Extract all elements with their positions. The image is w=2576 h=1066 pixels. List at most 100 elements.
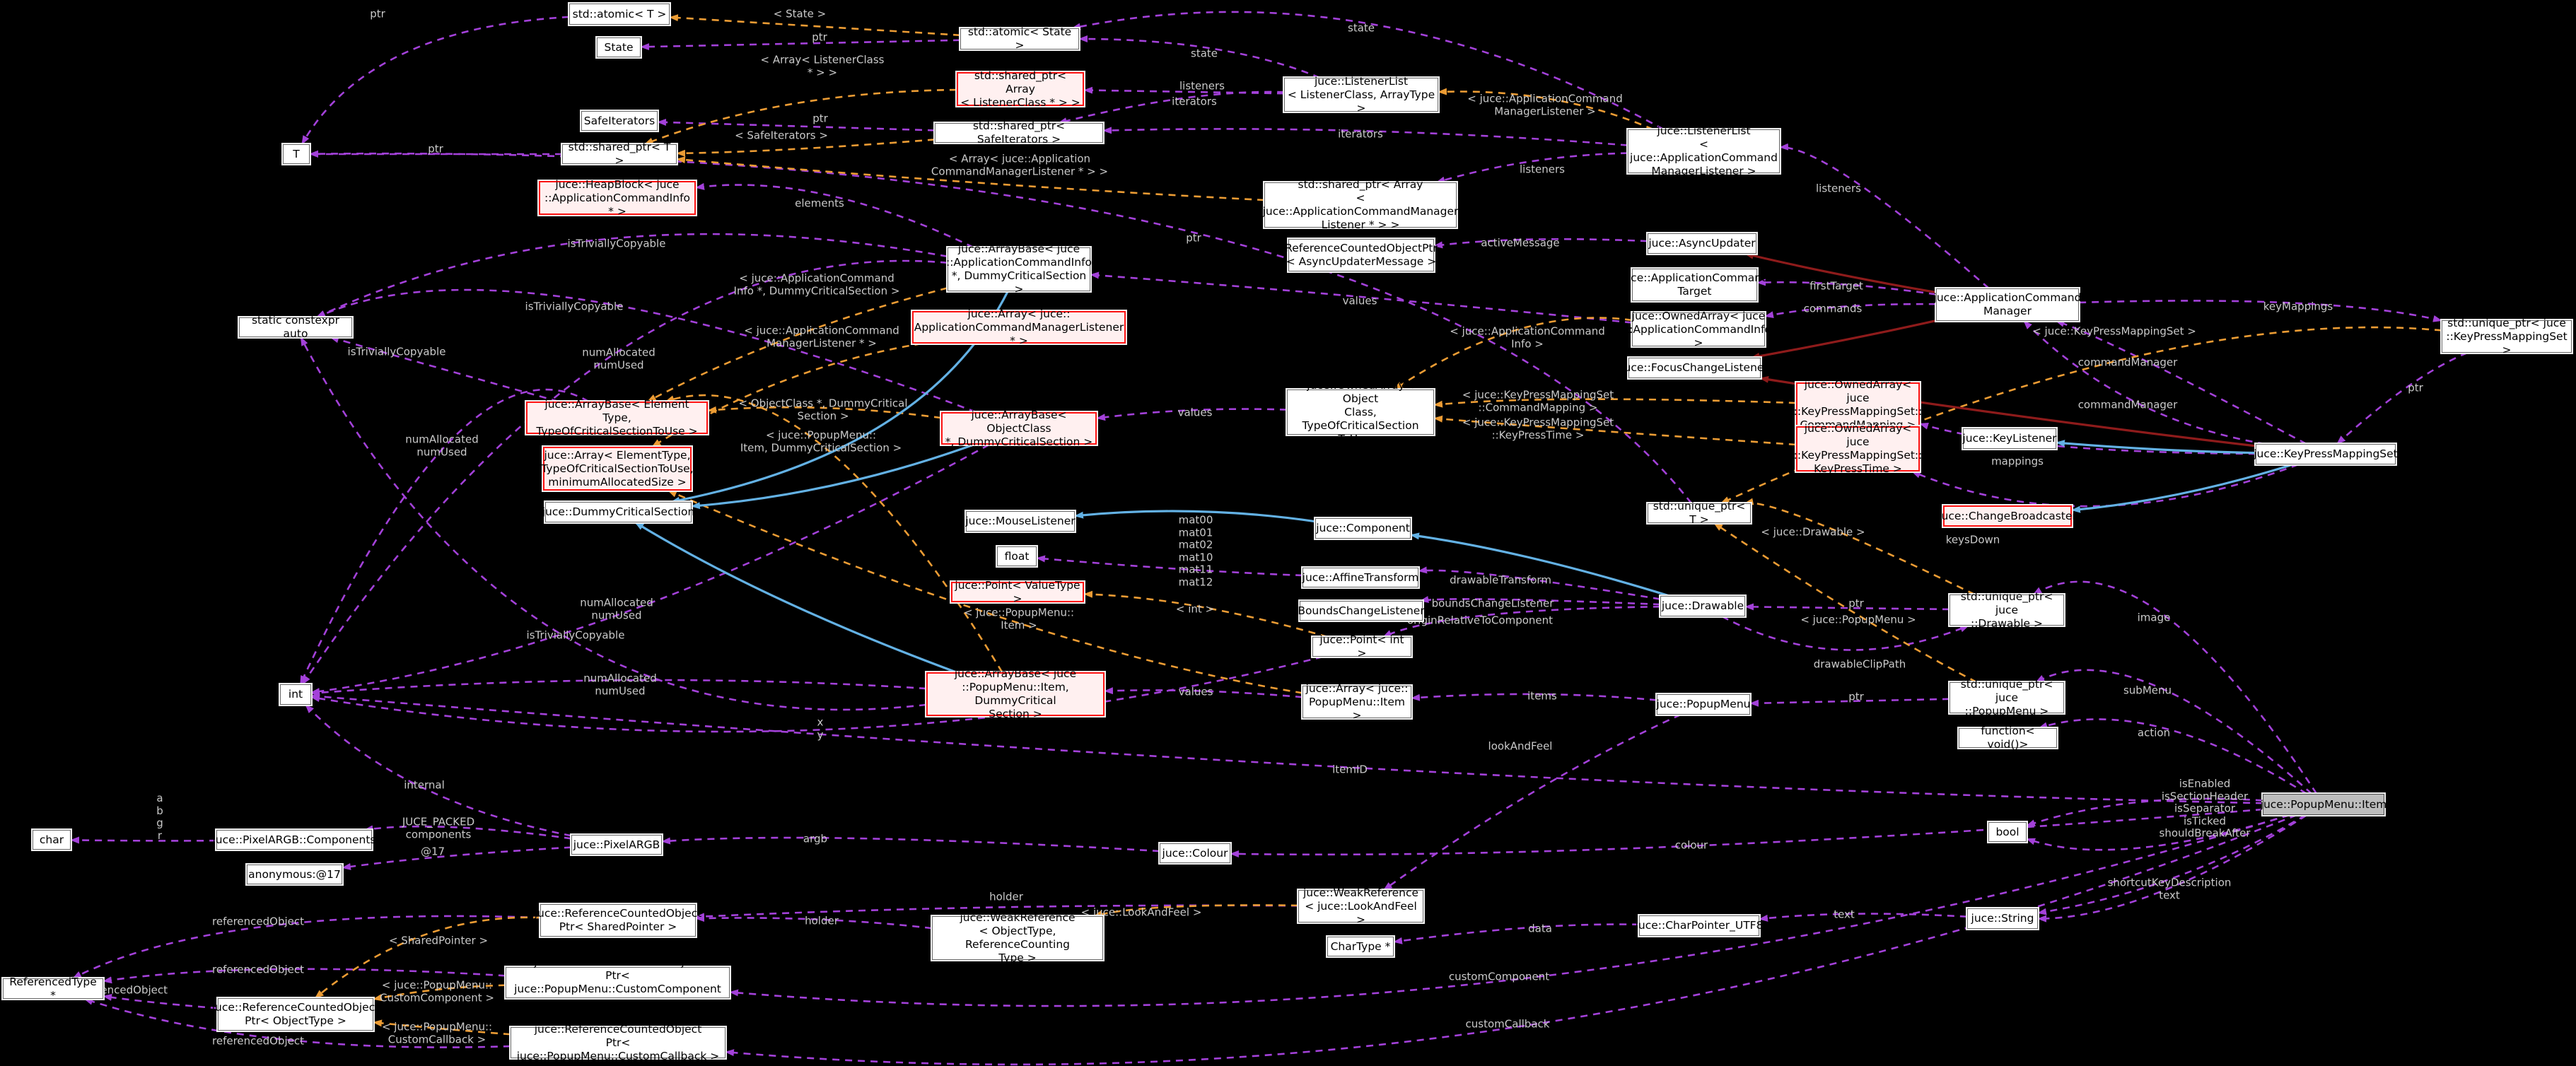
class-node-rcCustomComp[interactable]: juce::ReferenceCountedObject Ptr< juce::… [506, 956, 730, 1009]
class-node-arrPMItem[interactable]: juce::Array< juce:: PopupMenu::Item > [1302, 682, 1411, 722]
class-node-uniqueKPMS[interactable]: std::unique_ptr< juce ::KeyPressMappingS… [2442, 317, 2572, 356]
class-node-pValue[interactable]: juce::Point< ValueType > [951, 579, 1084, 605]
class-node-tBox[interactable]: T [283, 144, 310, 164]
class-node-keylistener[interactable]: juce::KeyListener [1962, 428, 2057, 449]
edge-atomicState-to-stateBox [640, 39, 961, 51]
class-node-popupmenu[interactable]: juce::PopupMenu [1657, 694, 1750, 715]
class-node-atomicT[interactable]: std::atomic< T > [569, 4, 670, 25]
class-node-safeIt[interactable]: SafeIterators [581, 111, 658, 131]
edge-kpms-to-acm [2055, 320, 2307, 445]
class-node-wrGeneric[interactable]: juce::WeakReference < ObjectType, Refere… [932, 911, 1103, 964]
class-node-colourBox[interactable]: juce::Colour [1160, 843, 1230, 863]
edge-rcCustomCall-to-rcObject [373, 1019, 511, 1036]
class-node-chartype[interactable]: CharType * [1327, 937, 1394, 956]
edge-label: holder [989, 890, 1023, 903]
class-node-charBox[interactable]: char [33, 830, 71, 850]
class-node-refType[interactable]: ReferencedType * [3, 976, 103, 1002]
class-node-rcObject[interactable]: juce::ReferenceCountedObject Ptr< Object… [212, 998, 379, 1031]
class-node-changebroadcaster[interactable]: juce::ChangeBroadcaster [1938, 505, 2077, 527]
edge-label: < State > [773, 7, 827, 20]
edge-drawable-to-component [1410, 532, 1670, 597]
class-node-fcl[interactable]: juce::FocusChangeListener [1621, 358, 1768, 378]
class-node-stringBox[interactable]: juce::String [1967, 908, 2038, 929]
edge-item-to-uniquePopup [2035, 669, 2313, 795]
class-node-sharedT[interactable]: std::shared_ptr< T > [562, 141, 677, 167]
class-node-bcl[interactable]: BoundsChangeListener [1298, 601, 1425, 621]
class-node-boolBox[interactable]: bool [1988, 822, 2027, 842]
edge-label: text [1834, 908, 1855, 921]
class-node-uniqueDrawable[interactable]: std::unique_ptr< juce ::Drawable > [1950, 590, 2064, 630]
class-node-asyncupdater[interactable]: juce::AsyncUpdater [1648, 233, 1756, 254]
edge-label: < Array< juce::Application CommandManage… [931, 152, 1109, 177]
edge-pixelargb-to-components [363, 825, 572, 840]
class-node-drawable[interactable]: juce::Drawable [1660, 596, 1745, 616]
class-node-anon17[interactable]: anonymous:@17 [247, 865, 342, 884]
edge-wrLAF-to-wrGeneric [1093, 904, 1299, 918]
class-node-abPMItem[interactable]: juce::ArrayBase< juce ::PopupMenu::Item,… [926, 667, 1105, 720]
class-node-abObject[interactable]: juce::ArrayBase< ObjectClass *, DummyCri… [941, 409, 1097, 448]
class-node-component[interactable]: juce::Component [1315, 518, 1411, 539]
edge-label: numAllocated numUsed [582, 346, 655, 371]
class-node-oaCmdMap[interactable]: juce::OwnedArray< juce ::KeyPressMapping… [1793, 378, 1923, 431]
class-node-pixelargb[interactable]: juce::PixelARGB [571, 835, 662, 855]
edge-label: < int > [1175, 602, 1215, 616]
class-node-components[interactable]: juce::PixelARGB::Components [213, 830, 376, 850]
class-node-cpUTF8[interactable]: juce::CharPointer_UTF8 [1636, 915, 1763, 936]
class-node-abElement[interactable]: juce::ArrayBase< Element Type, TypeOfCri… [526, 398, 708, 438]
edge-label: state [1348, 21, 1375, 35]
class-node-oaObject[interactable]: juce::OwnedArray< Object Class, TypeOfCr… [1287, 379, 1434, 445]
class-node-atomicState[interactable]: std::atomic< State > [960, 25, 1079, 52]
class-node-sharedArrayLC[interactable]: std::shared_ptr< Array < ListenerClass *… [957, 69, 1084, 109]
class-node-oaKeyTime[interactable]: juce::OwnedArray< juce ::KeyPressMapping… [1793, 422, 1923, 475]
edge-label: ptr [428, 142, 443, 156]
class-node-sharedSafeIt[interactable]: std::shared_ptr< SafeIterators > [935, 119, 1103, 146]
edge-label: internal [404, 778, 445, 792]
edge-label: < SharedPointer > [388, 934, 489, 947]
class-node-uniqueT[interactable]: std::unique_ptr< T > [1648, 500, 1751, 526]
class-node-llGeneric[interactable]: juce::ListenerList < ListenerClass, Arra… [1284, 75, 1438, 115]
edge-oaObject-to-abObject [1096, 408, 1288, 421]
edge-abElement-to-autoBox [330, 336, 559, 403]
edge-popupmenu-to-wrLAF [1382, 713, 1682, 891]
class-node-fnVoid[interactable]: function< void()> [1959, 725, 2057, 751]
edge-rcShared-to-refType [72, 915, 541, 980]
class-node-kpms[interactable]: juce::KeyPressMappingSet [2254, 444, 2398, 464]
edge-wrGeneric-to-rcShared [695, 915, 933, 930]
class-node-wrLAF[interactable]: juce::WeakReference < juce::LookAndFeel … [1298, 886, 1423, 926]
class-node-intBox[interactable]: int [280, 684, 311, 705]
class-node-stateBox[interactable]: State [597, 37, 641, 57]
class-node-affine[interactable]: juce::AffineTransform [1302, 568, 1418, 587]
edge-label: ptr [1848, 690, 1864, 703]
class-node-heapblock[interactable]: juce::HeapBlock< juce ::ApplicationComma… [539, 178, 696, 218]
edge-item-to-boolBox [2026, 797, 2263, 827]
class-node-rcCustomCall[interactable]: juce::ReferenceCountedObject Ptr< juce::… [511, 1023, 725, 1062]
class-node-floatBox[interactable]: float [997, 546, 1037, 566]
edge-item-to-colourBox [1230, 808, 2263, 857]
class-node-acTarget[interactable]: juce::ApplicationCommand Target [1621, 269, 1768, 301]
class-node-oaACInfo[interactable]: juce::OwnedArray< juce ::ApplicationComm… [1625, 309, 1772, 349]
edge-item-to-stringBox [2037, 814, 2307, 915]
class-node-arrACML[interactable]: juce::Array< juce:: ApplicationCommandMa… [912, 308, 1126, 347]
class-node-arrElement[interactable]: juce::Array< ElementType, TypeOfCritical… [541, 447, 694, 491]
edge-label: image [2137, 611, 2171, 624]
class-node-rcShared[interactable]: juce::ReferenceCountedObject Ptr< Shared… [535, 904, 701, 937]
edge-rcObject-to-refType [103, 993, 218, 1009]
edge-label: ptr [1848, 597, 1864, 610]
edge-atomicState-to-atomicT [669, 14, 961, 37]
class-node-abACInfo[interactable]: juce::ArrayBase< juce ::ApplicationComma… [945, 242, 1092, 295]
edge-drawable-to-pInt [1382, 605, 1661, 638]
edge-abACInfo-to-intBox [301, 259, 948, 685]
edge-label: a b g r [156, 792, 163, 842]
class-node-acm[interactable]: juce::ApplicationCommand Manager [1934, 288, 2081, 321]
class-node-uniquePopup[interactable]: std::unique_ptr< juce ::PopupMenu > [1950, 678, 2064, 718]
edge-label: keysDown [1945, 533, 2000, 546]
class-node-autoBox[interactable]: static constexpr auto [239, 314, 352, 340]
class-node-dummy[interactable]: juce::DummyCriticalSection [542, 502, 694, 522]
class-node-sharedArrayACML[interactable]: std::shared_ptr< Array < juce::Applicati… [1262, 178, 1459, 231]
edge-rcCustomComp-to-refType [103, 968, 506, 984]
class-node-mouselistener[interactable]: juce::MouseListener [965, 511, 1076, 532]
edge-abPMItem-to-autoBox [300, 336, 927, 711]
class-node-pInt[interactable]: juce::Point< int > [1312, 633, 1411, 660]
class-node-llACML[interactable]: juce::ListenerList < juce::ApplicationCo… [1628, 124, 1780, 177]
class-node-rcAsyncMsg[interactable]: ReferenceCountedObjectPtr < AsyncUpdater… [1285, 239, 1438, 271]
